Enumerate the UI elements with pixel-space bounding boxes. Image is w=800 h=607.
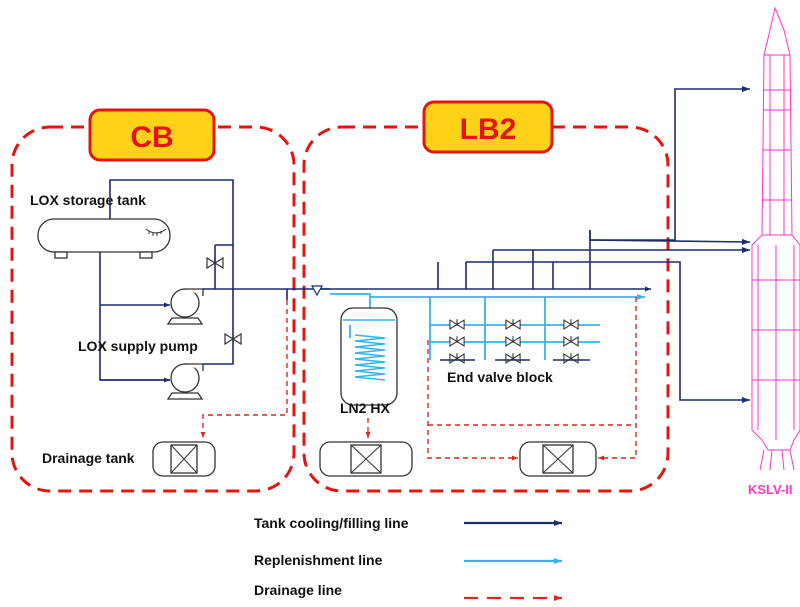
lb2-label: LB2: [460, 113, 517, 146]
legend-cooling-label: Tank cooling/filling line: [254, 515, 409, 531]
lox-supply-pump-2: [166, 363, 204, 400]
main-feed-line: [310, 285, 651, 297]
drainage-tank-label: Drainage tank: [42, 450, 135, 466]
cb-label-box: [88, 108, 216, 162]
cb-drainage-tank: [152, 441, 216, 477]
lox-storage-tank-label: LOX storage tank: [30, 192, 146, 208]
end-valve-block: [440, 319, 590, 364]
cb-label: CB: [130, 121, 173, 154]
lox-supply-pump-label: LOX supply pump: [78, 338, 198, 354]
lb2-drainage-tank-1: [319, 441, 413, 477]
lb2-label-box: [422, 100, 554, 154]
cb-boundary: [10, 125, 296, 493]
lox-storage-tank: [37, 218, 171, 259]
legend-replenishment-label: Replenishment line: [254, 552, 383, 568]
end-valve-block-label: End valve block: [447, 369, 553, 385]
legend-drainage-label: Drainage line: [254, 582, 342, 598]
lb2-drainage-tank-2: [519, 441, 597, 477]
ln2-hx-label: LN2 HX: [340, 400, 390, 416]
lb2-boundary: [302, 125, 670, 493]
vehicle-label: KSLV-II: [748, 482, 793, 497]
legend: Tank cooling/filling line Replenishment …: [254, 515, 562, 601]
lox-supply-pump-1: [166, 288, 204, 325]
kslv-vehicle: [751, 6, 800, 471]
ln2-hx: [340, 307, 398, 406]
